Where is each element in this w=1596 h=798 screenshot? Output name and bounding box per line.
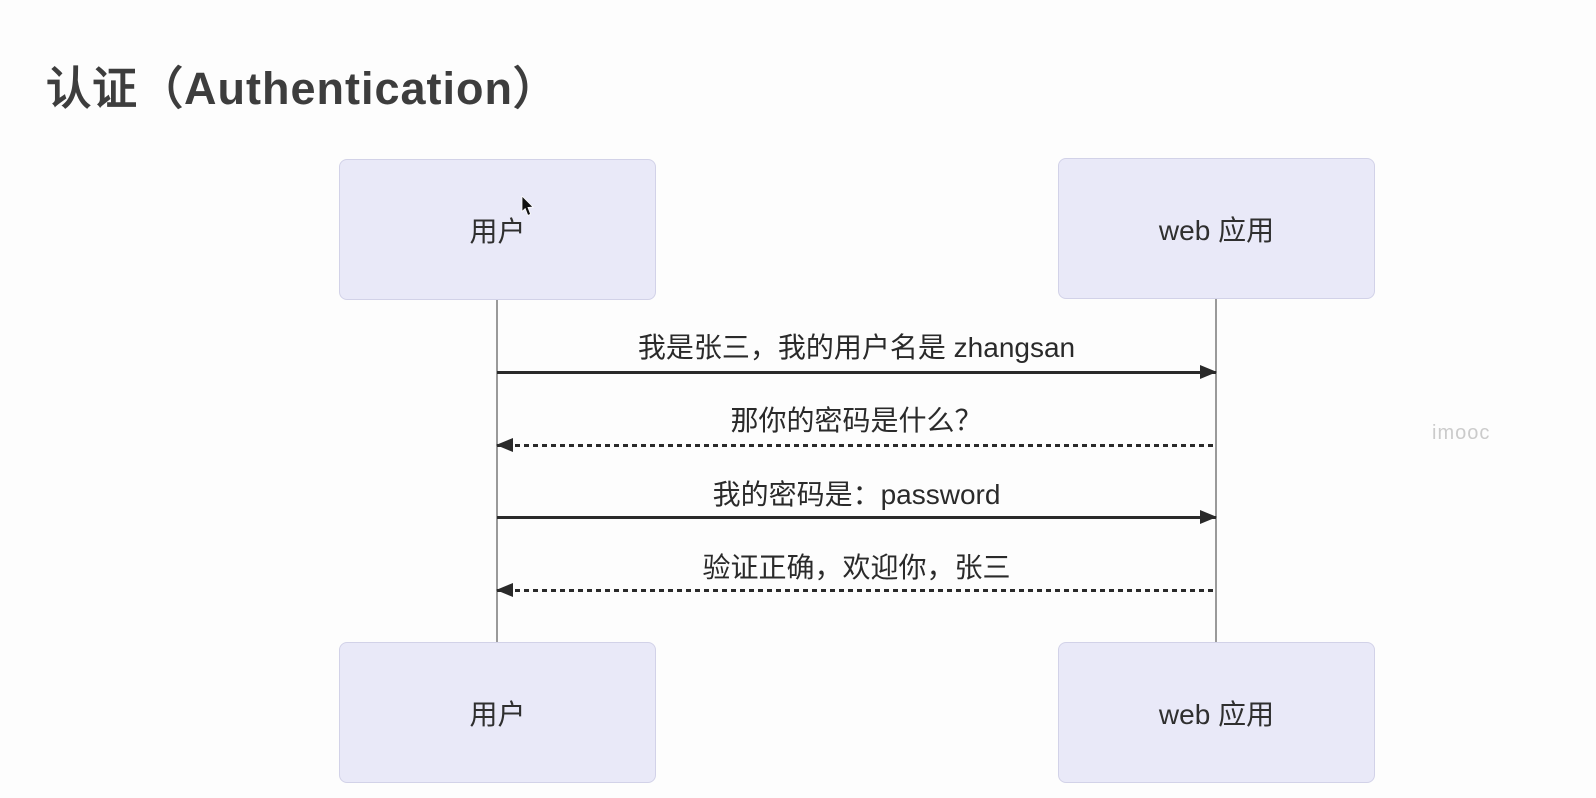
message-1-arrow	[497, 365, 1217, 379]
arrowhead-left-icon	[496, 583, 513, 597]
message-3-label: 我的密码是：password	[712, 479, 1001, 510]
actor-box-user-bottom: 用户	[339, 642, 656, 783]
actor-label-webapp: web 应用	[1158, 698, 1275, 730]
lifeline-webapp	[1215, 299, 1217, 642]
message-2-arrow	[496, 438, 1216, 452]
message-3-arrow	[497, 510, 1217, 524]
actor-label-user: 用户	[469, 215, 526, 247]
watermark: imooc	[1432, 422, 1491, 444]
arrowhead-right-icon	[1200, 365, 1217, 379]
actor-box-user-top: 用户	[339, 159, 656, 300]
message-1-label: 我是张三，我的用户名是 zhangsan	[637, 332, 1076, 363]
mouse-cursor-icon	[521, 196, 534, 216]
message-4-arrow	[496, 583, 1216, 597]
arrowhead-right-icon	[1200, 510, 1217, 524]
page-title: 认证（Authentication）	[46, 63, 559, 114]
actor-label-user: 用户	[469, 698, 526, 730]
lifeline-user	[496, 300, 498, 642]
actor-box-webapp-top: web 应用	[1058, 158, 1375, 299]
actor-box-webapp-bottom: web 应用	[1058, 642, 1375, 783]
actor-label-webapp: web 应用	[1158, 214, 1275, 246]
arrowhead-left-icon	[496, 438, 513, 452]
message-2-label: 那你的密码是什么？	[730, 405, 983, 436]
message-4-label: 验证正确，欢迎你，张三	[702, 552, 1011, 583]
